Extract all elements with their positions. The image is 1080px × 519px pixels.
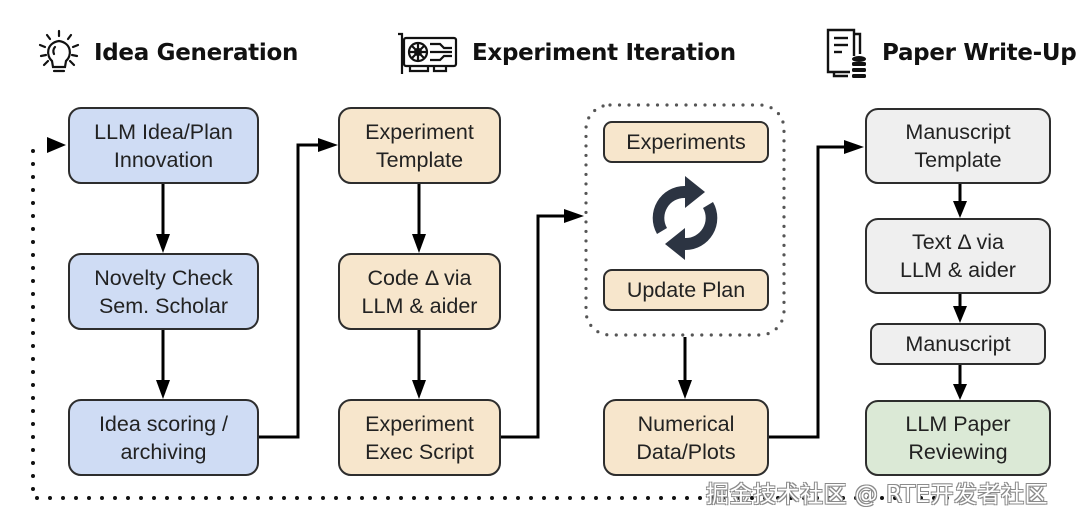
node-text-delta: Text Δ via LLM & aider <box>865 218 1051 294</box>
feedback-arrowhead <box>47 137 66 153</box>
header-experiment-iteration: Experiment Iteration <box>396 28 736 78</box>
node-idea-scoring: Idea scoring / archiving <box>68 399 259 476</box>
node-update-plan: Update Plan <box>603 269 769 311</box>
node-llm-idea-plan-innovation: LLM Idea/Plan Innovation <box>68 107 259 184</box>
node-manuscript-template: Manuscript Template <box>865 108 1051 184</box>
document-database-icon <box>826 28 866 78</box>
lightbulb-icon <box>38 29 80 73</box>
arrow-scoring-to-exp-template <box>258 143 320 439</box>
node-experiment-exec-script: Experiment Exec Script <box>338 399 501 476</box>
node-experiments: Experiments <box>603 121 769 163</box>
feedback-loop-line <box>31 137 962 500</box>
gpu-card-icon <box>398 32 458 74</box>
refresh-cycle-icon <box>652 176 718 260</box>
node-manuscript: Manuscript <box>870 323 1046 365</box>
section-title: Paper Write-Up <box>882 40 1077 66</box>
section-title: Idea Generation <box>94 40 299 66</box>
node-llm-paper-reviewing: LLM Paper Reviewing <box>865 400 1051 476</box>
node-novelty-check: Novelty Check Sem. Scholar <box>68 253 259 330</box>
header-idea-generation: Idea Generation <box>38 28 298 78</box>
arrow-numerical-to-ms-template <box>768 145 846 439</box>
iteration-loop-group <box>584 103 786 337</box>
header-paper-write-up: Paper Write-Up <box>826 28 1077 78</box>
node-numerical-data-plots: Numerical Data/Plots <box>603 399 769 476</box>
watermark: 掘金技术社区 @ RTE开发者社区 <box>706 482 1049 508</box>
arrow-exec-to-loop <box>500 214 566 439</box>
node-code-delta: Code Δ via LLM & aider <box>338 253 501 330</box>
node-experiment-template: Experiment Template <box>338 107 501 184</box>
section-title: Experiment Iteration <box>472 40 736 66</box>
